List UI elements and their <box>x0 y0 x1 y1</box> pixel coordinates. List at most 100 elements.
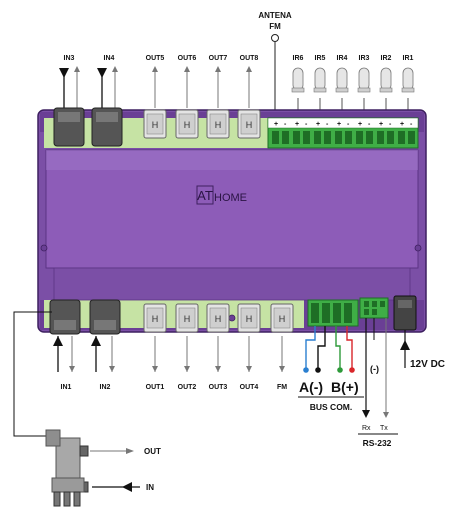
adapter-in-arrow-icon <box>122 482 132 492</box>
ir-emitters <box>291 67 415 120</box>
jack-in3-top <box>58 112 80 122</box>
power-label: 12V DC <box>410 359 445 370</box>
bus-wire-green <box>335 326 341 368</box>
terminal-slot <box>272 131 279 144</box>
tx-arrow-icon <box>383 412 389 418</box>
input-arrow-icon <box>53 336 63 346</box>
label-in3: IN3 <box>64 55 75 62</box>
label-out3: OUT3 <box>209 384 228 391</box>
ir-emitter-ir3 <box>357 67 371 120</box>
label-ir5: IR5 <box>315 55 326 62</box>
terminal-minus-sign: - <box>284 121 287 128</box>
bus-wire-red <box>346 326 353 368</box>
bus-wire-blue <box>305 326 316 368</box>
screw-icon <box>228 314 236 322</box>
jack-out7: H <box>206 109 230 139</box>
output-arrow-icon <box>74 66 80 72</box>
input-arrow-icon <box>97 68 107 78</box>
ir-emitter-ir6 <box>291 67 305 120</box>
output-arrow-icon <box>184 366 190 372</box>
ir-bulb-icon <box>358 67 370 91</box>
output-arrow-icon <box>279 366 285 372</box>
jack-face <box>273 307 291 329</box>
terminal-plus-sign: + <box>295 121 299 128</box>
bus-wires <box>303 326 355 373</box>
output-arrow-icon <box>152 366 158 372</box>
output-arrow-icon <box>184 66 190 72</box>
terminal-slot <box>324 131 331 144</box>
terminal-slot <box>377 131 384 144</box>
output-arrow-icon <box>246 366 252 372</box>
jack-glyph: H <box>152 314 159 324</box>
bus-com-labels: A(-) B(+) BUS COM. <box>298 379 364 412</box>
input-arrow-icon <box>91 336 101 346</box>
jack-glyph: H <box>246 120 253 130</box>
terminal-plus-sign: + <box>379 121 383 128</box>
label-out7: OUT7 <box>209 55 228 62</box>
ir-bulb-icon <box>380 67 392 91</box>
adapter-cable: OUT IN <box>13 311 161 507</box>
output-arrow-icon <box>69 366 75 372</box>
antenna-fm: ANTENA FM <box>258 11 292 118</box>
terminal-plus-sign: + <box>316 121 320 128</box>
output-arrow-icon <box>215 366 221 372</box>
bus-wire-end <box>303 367 309 373</box>
rs232-title: RS-232 <box>363 438 392 448</box>
bus-wire-end <box>349 367 355 373</box>
label-out8: OUT8 <box>240 55 259 62</box>
rs232-rx: Rx <box>362 425 371 432</box>
terminal-minus-sign: - <box>368 121 371 128</box>
bottom-io-arrows <box>53 336 285 372</box>
jack-out5: H <box>143 109 167 139</box>
front-panel-highlight <box>46 150 418 170</box>
jack-in2-bottom <box>94 320 116 330</box>
top-input-jacks <box>53 107 123 147</box>
bus-wire-end <box>337 367 343 373</box>
bottom-connector-strip <box>44 300 304 328</box>
logo-mark-box <box>196 185 214 205</box>
output-arrow-icon <box>112 66 118 72</box>
terminal-minus-sign: - <box>347 121 350 128</box>
terminal-slot <box>356 131 363 144</box>
label-out6: OUT6 <box>178 55 197 62</box>
terminal-slot <box>398 131 405 144</box>
bus-title: BUS COM. <box>310 402 353 412</box>
jack-face <box>178 113 196 135</box>
brand-logo: AT HOME <box>196 185 247 205</box>
power-arrow-icon <box>400 340 410 350</box>
bottom-input-jacks <box>49 299 121 335</box>
jack-glyph: H <box>152 120 159 130</box>
ir-emitter-ir1 <box>401 67 415 120</box>
antenna-label-line2: FM <box>269 22 281 31</box>
jack-glyph: H <box>246 314 253 324</box>
terminal-plus-sign: + <box>400 121 404 128</box>
jack-in1-bottom <box>54 320 76 330</box>
bus-terminal-slot <box>344 303 352 323</box>
bus-terminal-slot <box>322 303 330 323</box>
ir-bulb-icon <box>292 67 304 91</box>
power-jack <box>393 295 417 331</box>
output-arrow-icon <box>246 66 252 72</box>
output-arrow-icon <box>215 66 221 72</box>
jack-glyph: H <box>215 314 222 324</box>
jack-out2: H <box>175 303 199 333</box>
jack-out8: H <box>237 109 261 139</box>
ir-emitter-ir5 <box>313 67 327 120</box>
bus-terminal-slot <box>333 303 341 323</box>
terminal-plus-sign: + <box>337 121 341 128</box>
label-ir4: IR4 <box>337 55 348 62</box>
label-ir6: IR6 <box>293 55 304 62</box>
terminal-slot <box>314 131 321 144</box>
adapter-out-label: OUT <box>144 447 161 456</box>
screw-icon <box>414 244 422 252</box>
rs232-wiring: (-) Rx Tx RS-232 <box>358 318 398 448</box>
jack-face <box>209 307 227 329</box>
input-arrow-icon <box>59 68 69 78</box>
jack-out6: H <box>175 109 199 139</box>
power-wiring: 12V DC <box>400 330 445 370</box>
label-out1: OUT1 <box>146 384 165 391</box>
front-panel <box>45 149 419 269</box>
label-in4: IN4 <box>104 55 115 62</box>
jack-out3: H <box>206 303 230 333</box>
